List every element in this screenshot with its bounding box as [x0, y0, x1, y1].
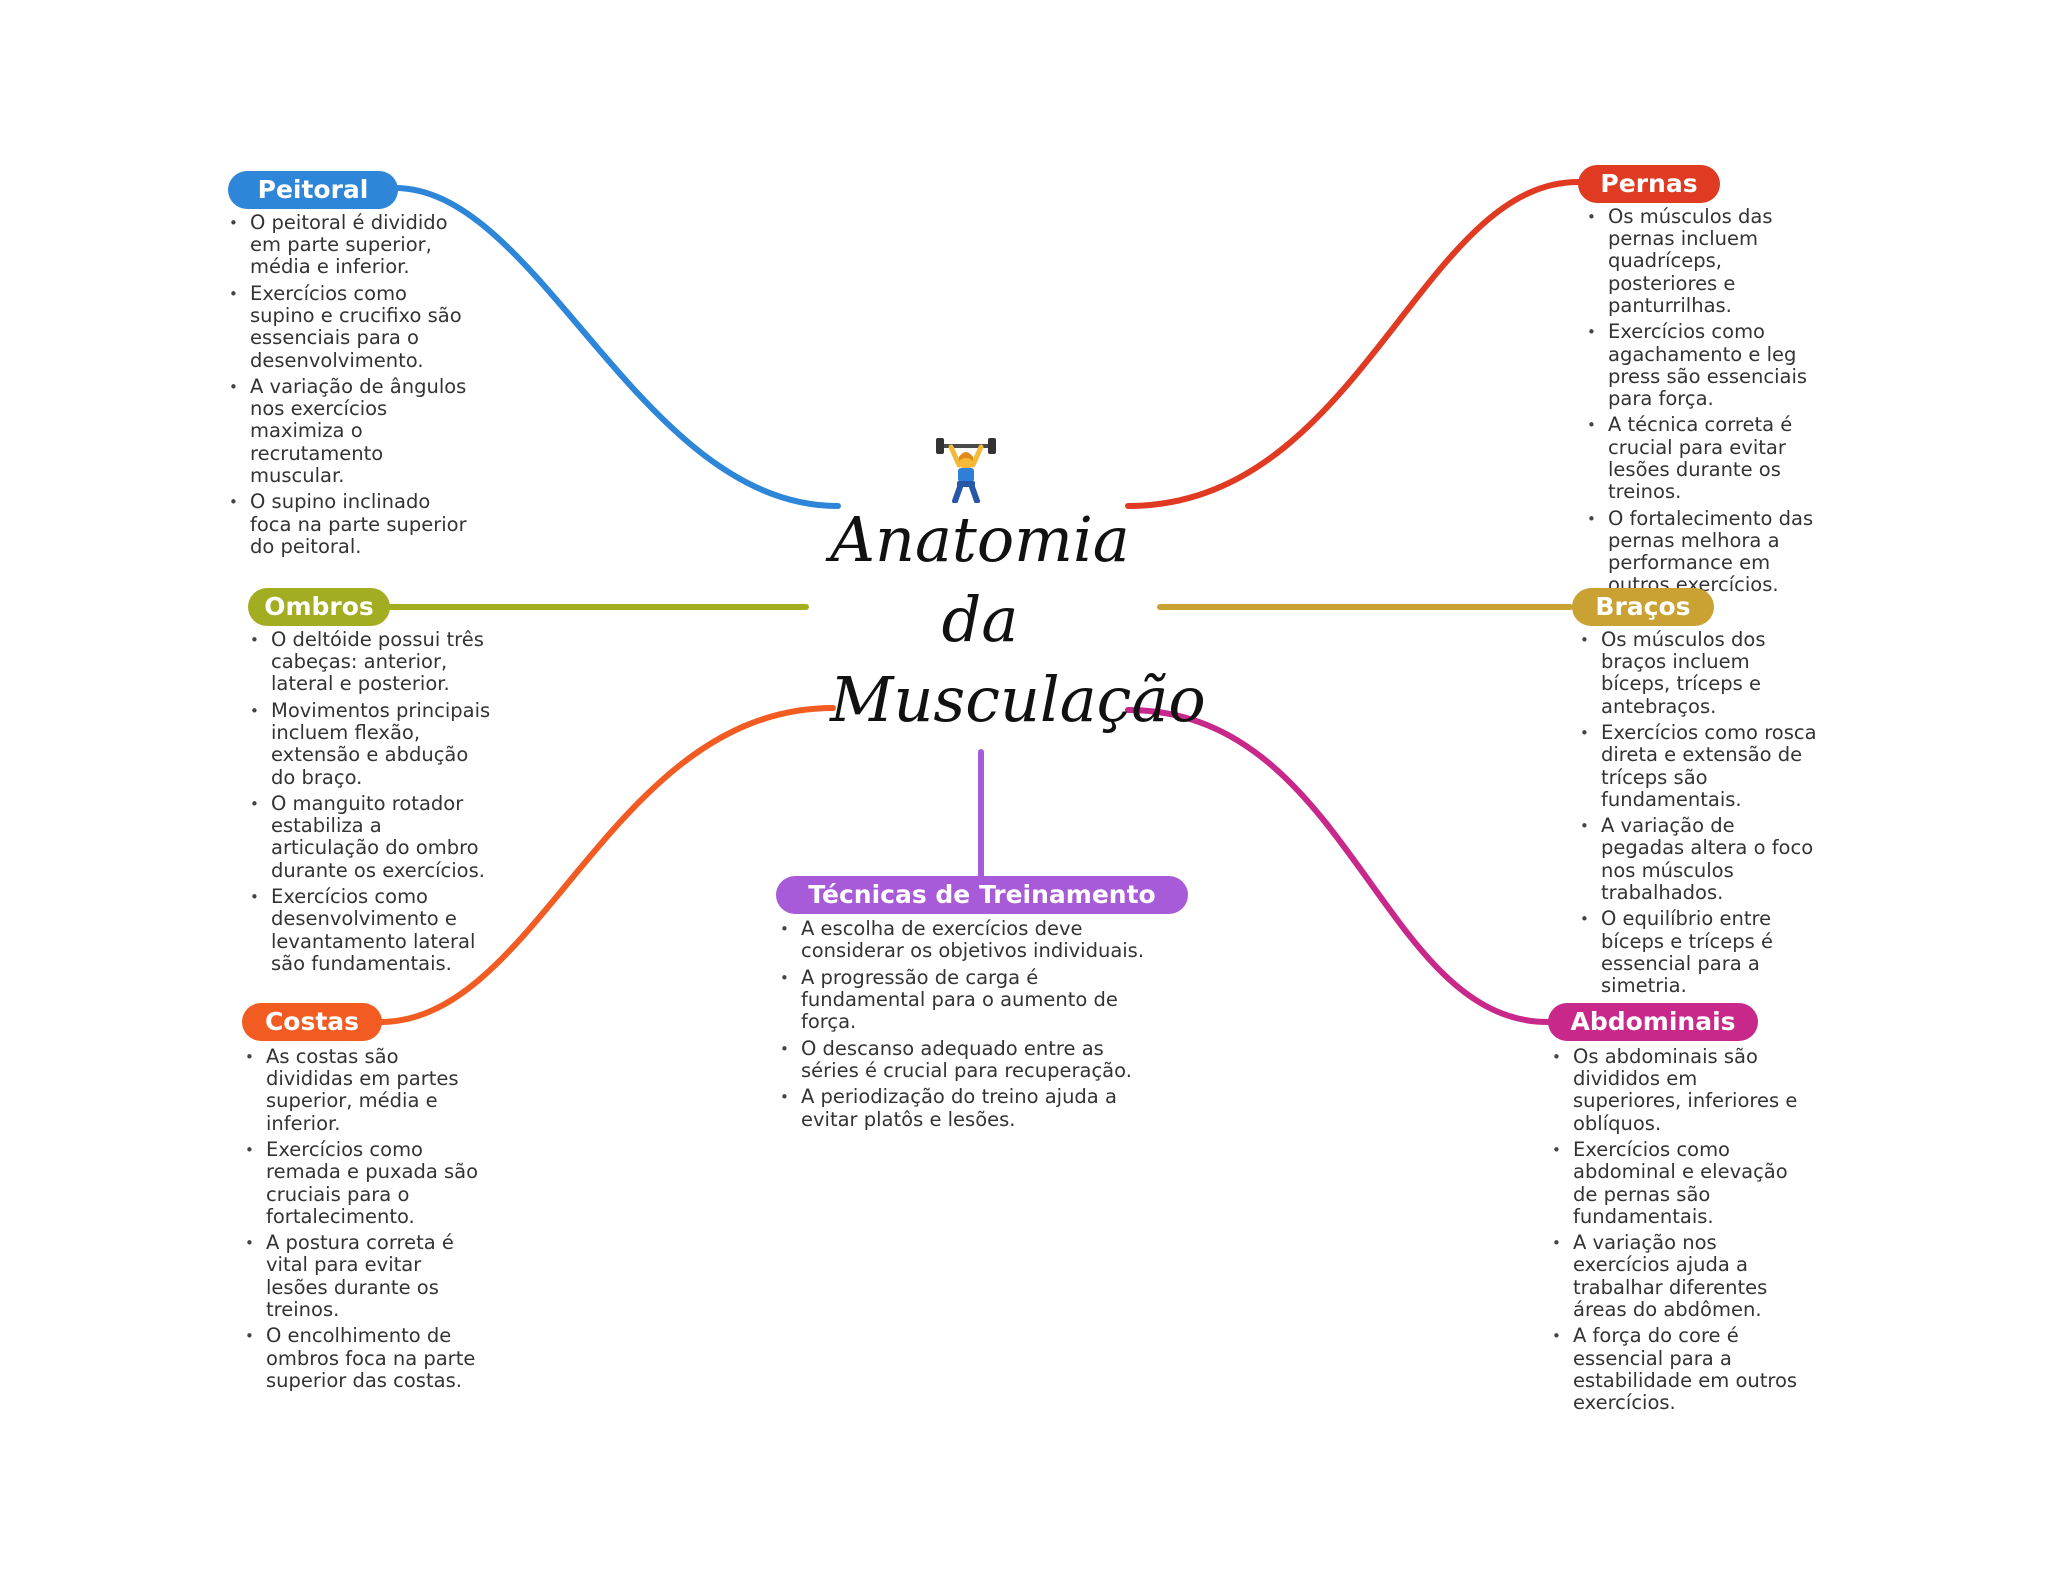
list-item: O manguito rotador estabiliza a articula…	[248, 792, 492, 882]
list-item: Exercícios como agachamento e leg press …	[1585, 321, 1825, 410]
connector-peitoral	[392, 185, 841, 509]
list-item: O fortalecimento das pernas melhora a pe…	[1585, 507, 1825, 597]
topic-ombros[interactable]: Ombros	[248, 588, 390, 626]
central-topic-line-3: Musculação	[830, 663, 1206, 736]
topic-bracos[interactable]: Braços	[1572, 588, 1714, 626]
list-item: A variação de ângulos nos exercícios max…	[227, 375, 467, 487]
list-item: Exercícios como abdominal e elevação de …	[1550, 1139, 1800, 1228]
list-item: A técnica correta é crucial para evitar …	[1585, 414, 1825, 503]
central-topic: Anatomia da Musculação	[830, 500, 1206, 740]
connector-costas	[377, 705, 836, 1025]
topic-costas[interactable]: Costas	[242, 1003, 382, 1041]
list-item: O descanso adequado entre as séries é cr…	[778, 1037, 1158, 1082]
list-item: O encolhimento de ombros foca na parte s…	[243, 1325, 483, 1392]
list-item: O supino inclinado foca na parte superio…	[227, 491, 467, 558]
list-item: Os abdominais são divididos em superiore…	[1550, 1045, 1800, 1135]
list-item: A variação de pegadas altera o foco nos …	[1578, 815, 1822, 904]
connector-abdominais	[1125, 707, 1551, 1025]
notes-ombros: O deltóide possui três cabeças: anterior…	[248, 628, 492, 979]
notes-abdominais: Os abdominais são divididos em superiore…	[1550, 1045, 1800, 1418]
list-item: O deltóide possui três cabeças: anterior…	[248, 628, 492, 696]
list-item: Movimentos principais incluem flexão, ex…	[248, 699, 492, 789]
list-item: A progressão de carga é fundamental para…	[778, 966, 1158, 1034]
list-item: A postura correta é vital para evitar le…	[243, 1232, 483, 1321]
list-item: Exercícios como rosca direta e extensão …	[1578, 722, 1822, 811]
central-topic-line-2: da	[941, 583, 1019, 656]
topic-peitoral[interactable]: Peitoral	[228, 171, 398, 209]
weightlifter-icon	[936, 438, 996, 503]
central-topic-line-1: Anatomia	[830, 503, 1130, 576]
notes-costas: As costas são divididas em partes superi…	[243, 1045, 483, 1396]
topic-pernas[interactable]: Pernas	[1578, 165, 1720, 203]
list-item: A variação nos exercícios ajuda a trabal…	[1550, 1232, 1800, 1321]
list-item: O equilíbrio entre bíceps e tríceps é es…	[1578, 908, 1822, 997]
list-item: A periodização do treino ajuda a evitar …	[778, 1086, 1158, 1131]
list-item: A escolha de exercícios deve considerar …	[778, 917, 1158, 962]
list-item: A força do core é essencial para a estab…	[1550, 1325, 1800, 1414]
notes-bracos: Os músculos dos braços incluem bíceps, t…	[1578, 628, 1822, 1001]
notes-pernas: Os músculos das pernas incluem quadrícep…	[1585, 205, 1825, 601]
list-item: As costas são divididas em partes superi…	[243, 1045, 483, 1135]
notes-tecnicas-de-treinamento: A escolha de exercícios deve considerar …	[778, 917, 1158, 1135]
list-item: Exercícios como remada e puxada são cruc…	[243, 1139, 483, 1228]
list-item: Os músculos dos braços incluem bíceps, t…	[1578, 628, 1822, 718]
topic-tecnicas-de-treinamento[interactable]: Técnicas de Treinamento	[776, 876, 1188, 914]
list-item: Exercícios como desenvolvimento e levant…	[248, 886, 492, 975]
notes-peitoral: O peitoral é dividido em parte superior,…	[227, 211, 467, 562]
connector-pernas	[1125, 179, 1581, 509]
list-item: Os músculos das pernas incluem quadrícep…	[1585, 205, 1825, 317]
list-item: O peitoral é dividido em parte superior,…	[227, 211, 467, 279]
topic-abdominais[interactable]: Abdominais	[1548, 1003, 1758, 1041]
list-item: Exercícios como supino e crucifixo são e…	[227, 282, 467, 372]
